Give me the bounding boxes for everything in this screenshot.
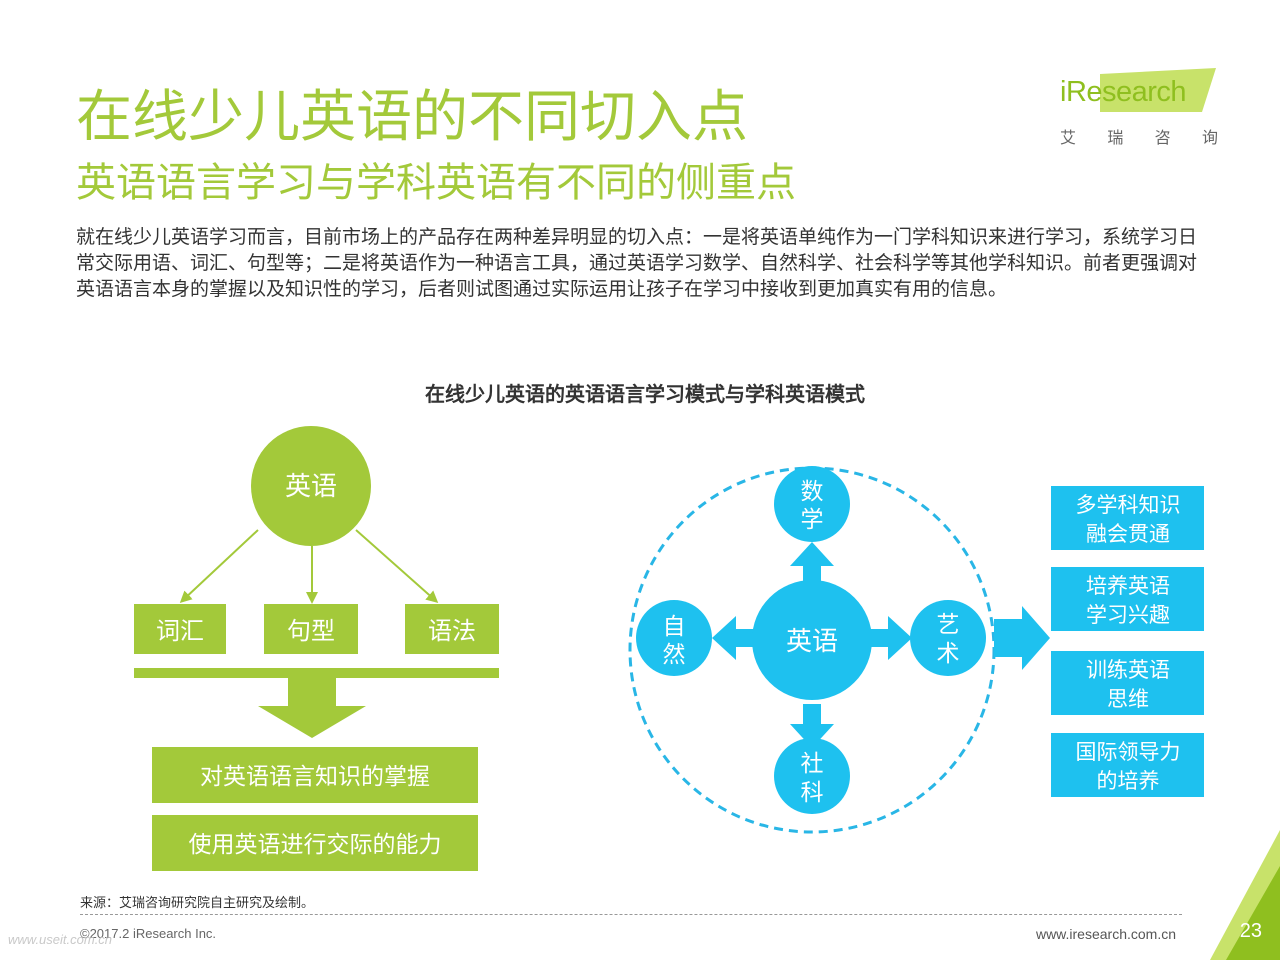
outcome-box <box>1051 486 1204 550</box>
iresearch-logo: iResearch 艾 瑞 咨 询 <box>1056 68 1218 152</box>
satellite-node <box>910 600 986 676</box>
up-arrow-icon <box>790 542 834 586</box>
footer-divider <box>80 914 1182 915</box>
page-number: 23 <box>1239 920 1262 942</box>
outcome-arrow-icon <box>994 606 1050 670</box>
child-node-label: 语法 <box>428 617 476 645</box>
logo-char: 瑞 <box>1107 128 1124 147</box>
down-arrow-icon <box>790 704 834 748</box>
site-url: www.iresearch.com.cn <box>1035 926 1176 942</box>
outcome-box <box>1051 651 1204 715</box>
outcome-label: 训练英语 <box>1086 658 1170 682</box>
satellite-label: 社 <box>801 751 824 777</box>
child-node <box>405 604 499 654</box>
satellite-label: 艺 <box>937 612 960 638</box>
outcome-label: 培养英语 <box>1086 574 1170 598</box>
merge-bar <box>134 668 499 678</box>
satellite-label: 术 <box>937 641 960 667</box>
satellite-node <box>774 466 850 542</box>
result-box <box>152 815 478 871</box>
outcome-box <box>1051 567 1204 631</box>
result-box <box>152 747 478 803</box>
outcome-label: 的培养 <box>1097 769 1160 793</box>
right-hub: 英语 数 学 社 科 自 然 艺 术 多学科知识 融会贯通 培养英语 学习兴趣 … <box>628 466 1204 834</box>
satellite-label: 科 <box>801 780 824 806</box>
down-arrow-icon <box>258 678 366 738</box>
result-box-label: 使用英语进行交际的能力 <box>189 832 442 858</box>
right-arrow-icon <box>866 616 912 660</box>
satellite-label: 然 <box>663 642 686 668</box>
outcome-label: 国际领导力 <box>1076 740 1181 764</box>
satellite-label: 自 <box>663 614 686 640</box>
result-box-label: 对英语语言知识的掌握 <box>200 764 430 790</box>
corner-triangle-dark <box>1226 866 1280 960</box>
outcome-label: 思维 <box>1107 687 1149 711</box>
logo-banner-icon <box>1100 68 1216 112</box>
outcome-label: 学习兴趣 <box>1086 603 1170 627</box>
logo-char: 询 <box>1201 128 1218 147</box>
center-node <box>752 580 872 700</box>
page-title: 在线少儿英语的不同切入点 <box>76 85 748 150</box>
left-tree: 英语 词汇 句型 语法 对英语语言知识的掌握 使用英语进行交际的能力 <box>134 426 499 871</box>
corner-decoration <box>1210 830 1280 960</box>
connector-arrow <box>179 529 259 604</box>
logo-chinese: 艾 瑞 咨 询 <box>1060 124 1218 148</box>
logo-char: 咨 <box>1154 128 1171 147</box>
copyright: ©2017.2 iResearch Inc. <box>80 926 217 941</box>
page-subtitle: 英语语言学习与学科英语有不同的侧重点 <box>76 160 796 206</box>
root-node-label: 英语 <box>285 472 337 502</box>
outcome-label: 融会贯通 <box>1086 522 1170 546</box>
source-note: 来源：艾瑞咨询研究院自主研究及绘制。 <box>80 896 315 911</box>
logo-char: 艾 <box>1060 128 1077 147</box>
child-node-label: 词汇 <box>156 617 204 645</box>
intro-paragraph: 就在线少儿英语学习而言，目前市场上的产品存在两种差异明显的切入点：一是将英语单纯… <box>76 226 1198 300</box>
child-node <box>264 604 358 654</box>
logo-wordmark: iResearch <box>1060 76 1187 108</box>
satellite-node <box>636 600 712 676</box>
root-node <box>251 426 371 546</box>
center-node-label: 英语 <box>786 627 838 657</box>
satellite-label: 数 <box>801 479 824 505</box>
diagram-title: 在线少儿英语的英语语言学习模式与学科英语模式 <box>425 382 865 406</box>
child-node-label: 句型 <box>287 617 335 645</box>
child-node <box>134 604 226 654</box>
outcome-box <box>1051 733 1204 797</box>
outcome-label: 多学科知识 <box>1076 493 1181 517</box>
satellite-label: 学 <box>801 507 824 533</box>
connector-arrow <box>355 529 439 603</box>
watermark: www.useit.com.cn <box>8 932 113 947</box>
satellite-node <box>774 738 850 814</box>
left-arrow-icon <box>712 616 758 660</box>
